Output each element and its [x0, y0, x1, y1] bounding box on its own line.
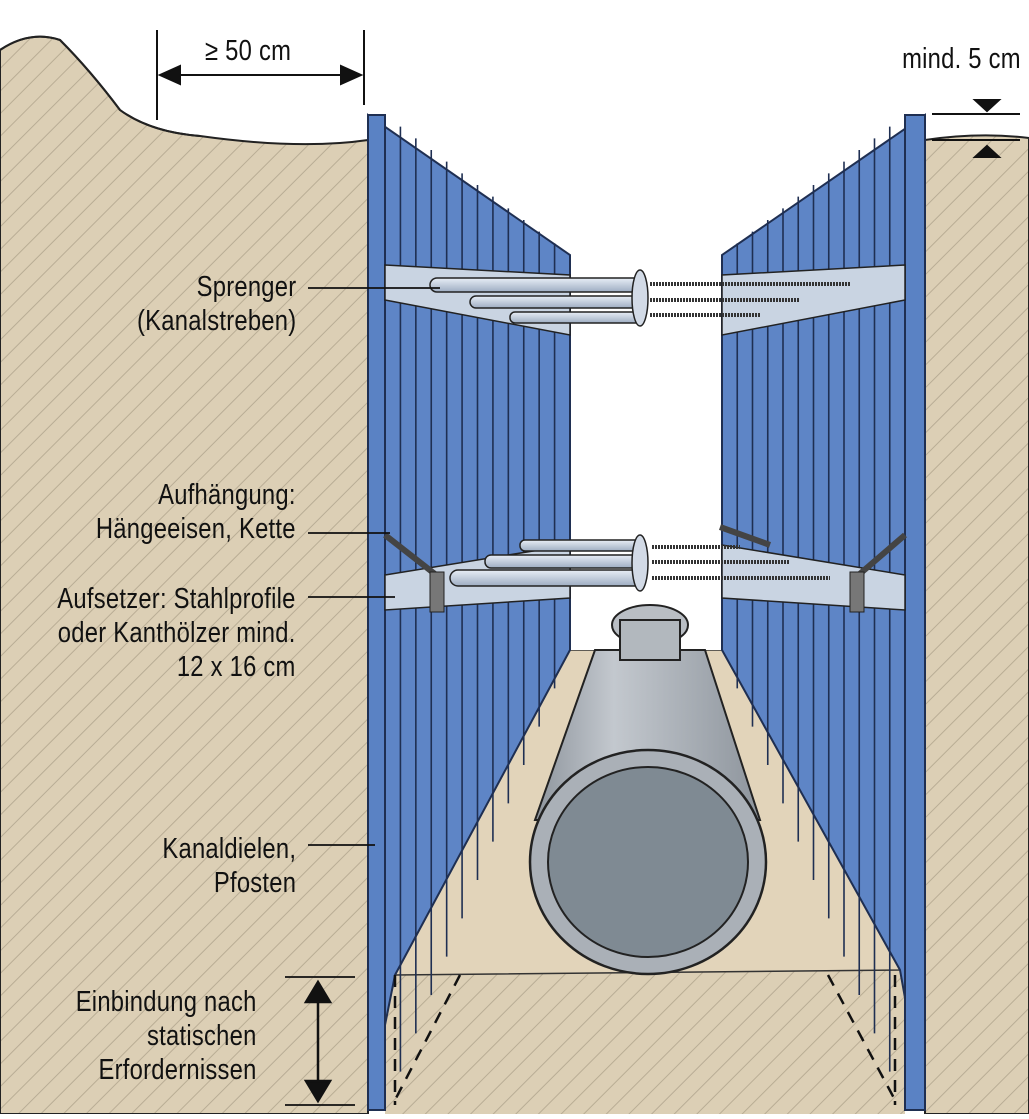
width-dimension: [156, 30, 365, 120]
leader-lines: [285, 287, 440, 1106]
aufhaengung-label: Aufhängung:Hängeeisen, Kette: [96, 479, 296, 545]
double-arrow-icon: [303, 979, 333, 1004]
soil-right: [924, 134, 1029, 1115]
triangle-marker-icon: [972, 99, 1002, 113]
embedment-dimension: [303, 979, 333, 1104]
lower-struts: [383, 524, 907, 613]
kanaldielen-label: Kanaldielen,Pfosten: [162, 833, 296, 899]
soil-mound: [0, 35, 201, 137]
triangle-marker-icon: [972, 144, 1002, 158]
overhang-dimension: [932, 99, 1020, 158]
soil-bottom: [385, 961, 905, 1114]
embedment-lines: [393, 974, 897, 1105]
overhang-label: mind. 5 cm: [902, 43, 1021, 75]
sprenger-label: Sprenger(Kanalstreben): [136, 271, 296, 337]
soil-left: [0, 35, 369, 1115]
upper-struts: [384, 264, 906, 336]
sheeting-left: [367, 113, 571, 1111]
width-label: ≥ 50 cm: [205, 35, 292, 67]
pipe: [528, 604, 768, 976]
